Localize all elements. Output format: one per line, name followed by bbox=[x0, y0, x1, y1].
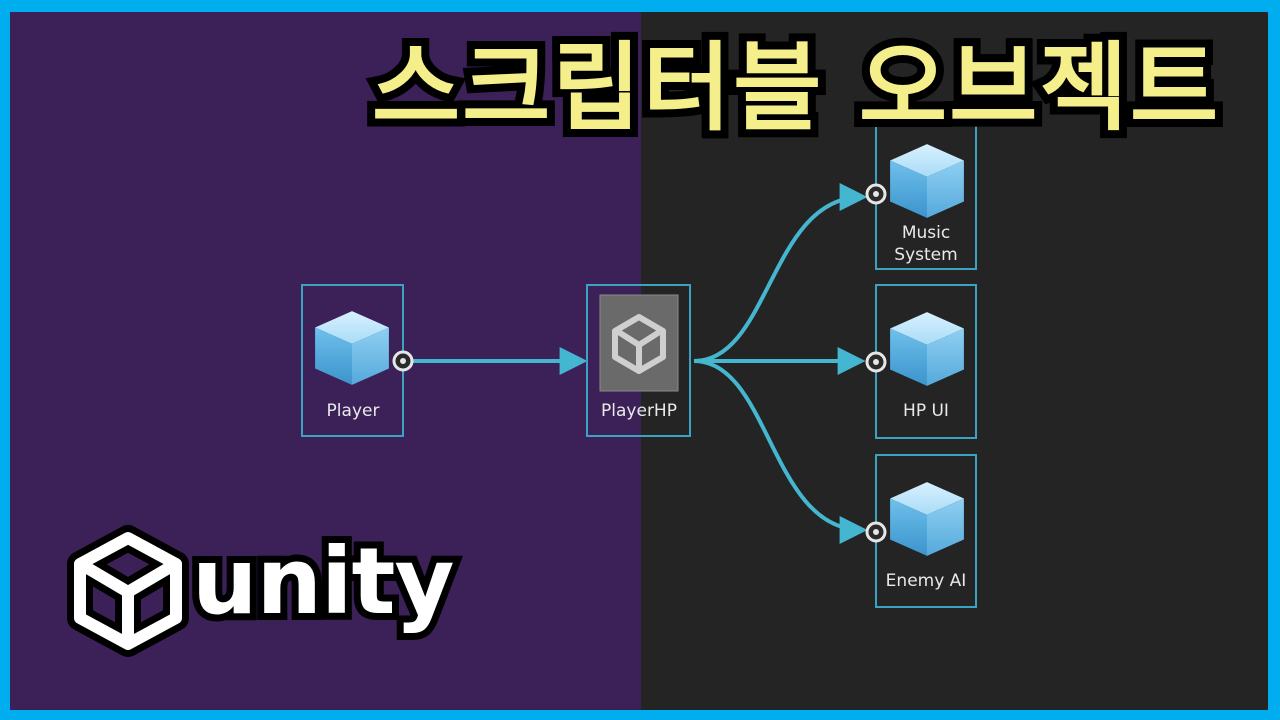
cube-icon bbox=[890, 482, 964, 556]
cube-icon bbox=[890, 144, 964, 218]
unity-wordmark: unity bbox=[185, 521, 462, 642]
node-hp-ui: HP UI bbox=[875, 284, 977, 439]
node-playerhp-border bbox=[586, 284, 691, 437]
port-music-system-in bbox=[865, 183, 887, 205]
thumbnail-frame: Player PlayerHP Music System bbox=[10, 12, 1268, 710]
port-hp-ui-in bbox=[865, 351, 887, 373]
node-player: Player bbox=[301, 284, 404, 437]
port-player-out bbox=[392, 350, 414, 372]
edge-playerhp-to-enemy-ai bbox=[693, 359, 868, 544]
unity-logo-icon bbox=[612, 314, 666, 374]
port-enemy-ai-in bbox=[865, 521, 887, 543]
dependency-diagram: Player PlayerHP Music System bbox=[301, 113, 977, 608]
node-player-label: Player bbox=[327, 401, 380, 421]
cube-icon bbox=[890, 312, 964, 386]
node-music-system-label-line1: Music bbox=[902, 223, 950, 243]
cube-icon bbox=[315, 311, 389, 385]
page-title: 스크립터블 오브젝트 bbox=[364, 24, 1226, 152]
node-playerhp-label: PlayerHP bbox=[601, 401, 677, 421]
unity-cube-icon bbox=[67, 525, 189, 657]
node-hp-ui-label: HP UI bbox=[903, 401, 949, 421]
node-music-system-label-line2: System bbox=[894, 245, 957, 265]
node-playerhp: PlayerHP bbox=[586, 284, 691, 437]
node-enemy-ai-label: Enemy AI bbox=[886, 571, 967, 591]
node-enemy-ai: Enemy AI bbox=[875, 454, 977, 608]
node-music-system: Music System bbox=[875, 113, 977, 270]
edge-playerhp-to-music-system bbox=[693, 183, 868, 363]
